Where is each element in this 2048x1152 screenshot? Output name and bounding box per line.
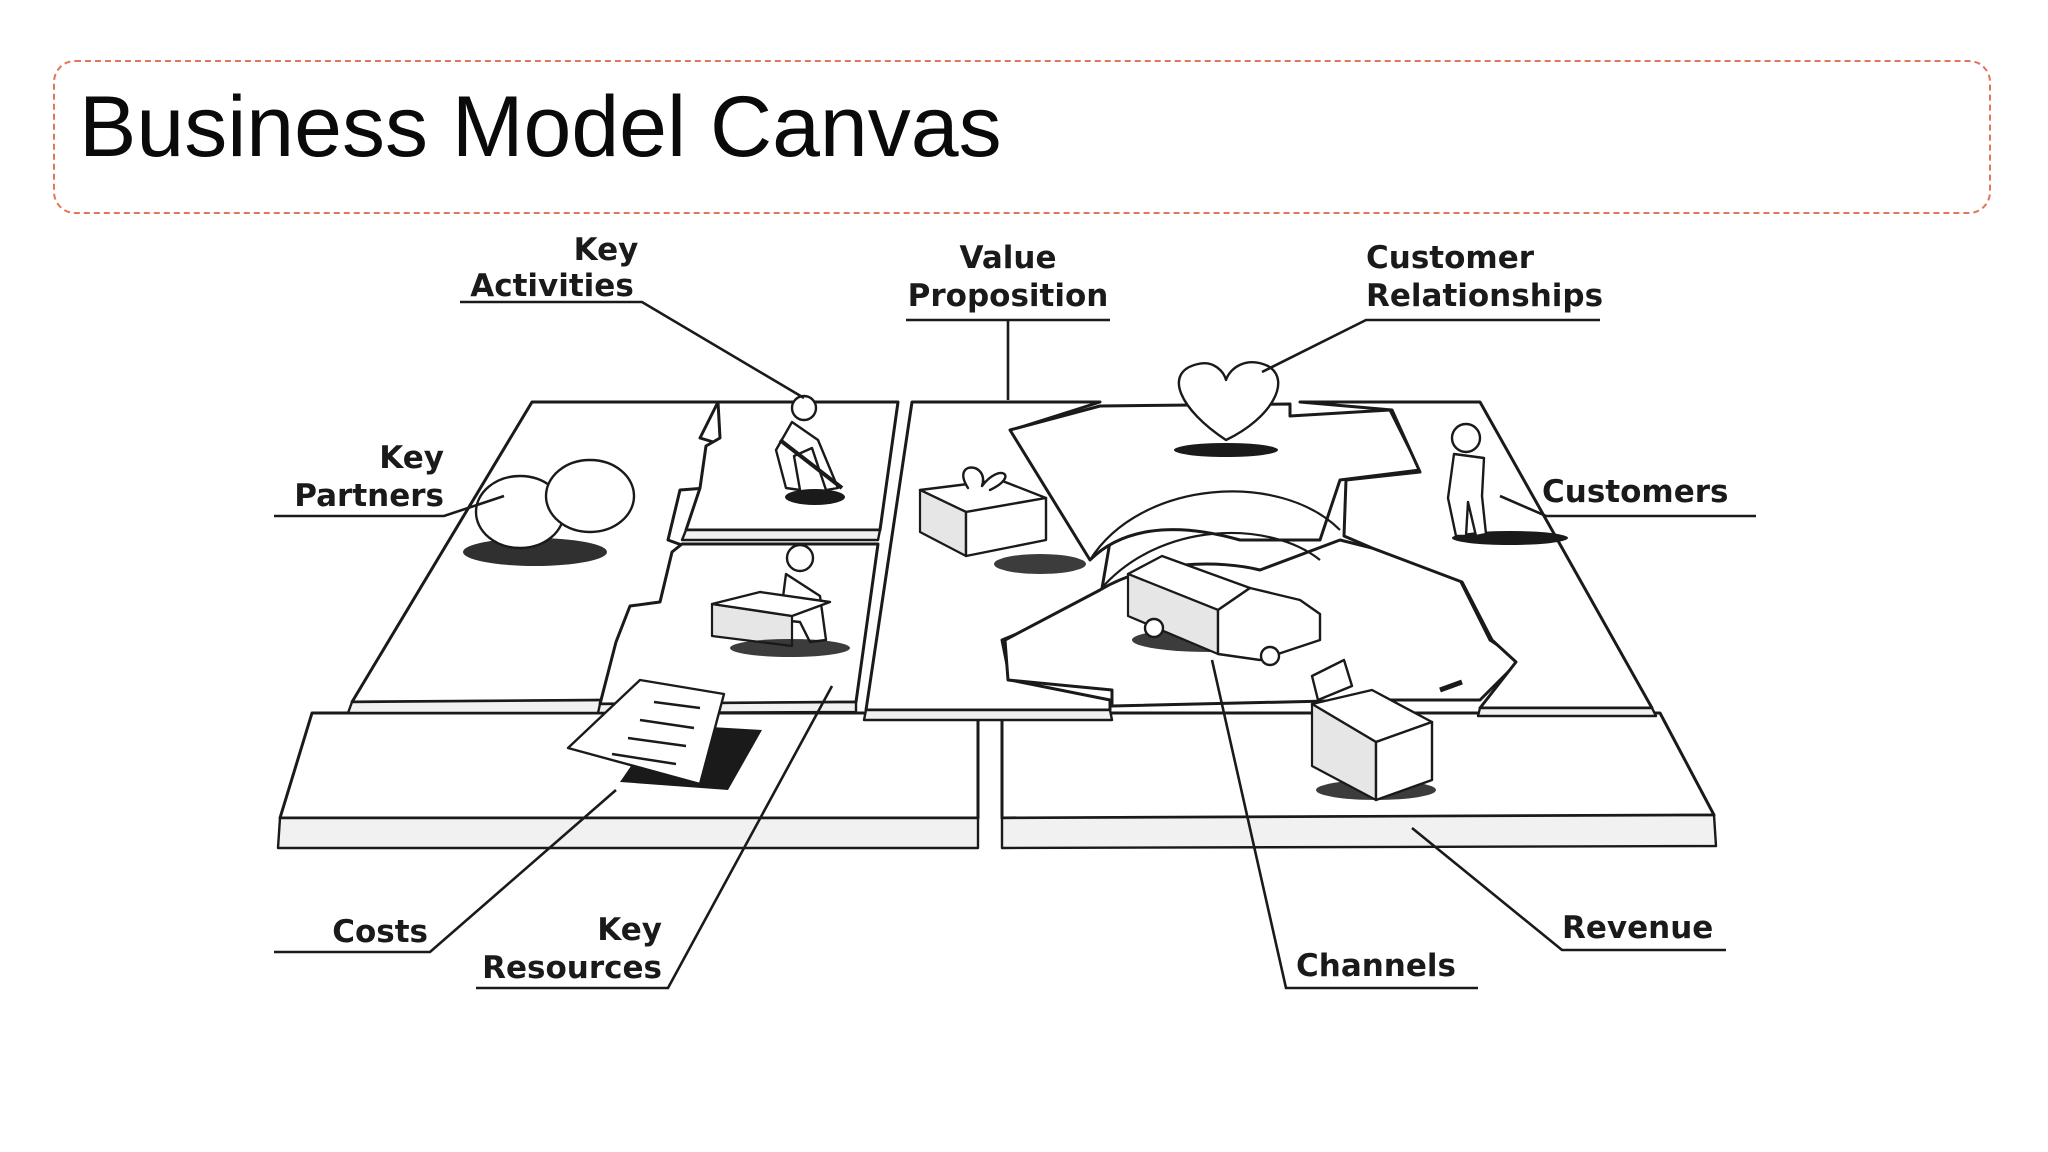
key-resources-label-line2: Resources bbox=[482, 950, 662, 986]
key-partners-label-line1: Key bbox=[379, 440, 444, 476]
delivery-truck-icon bbox=[1126, 554, 1322, 667]
heart-icon bbox=[1174, 361, 1280, 457]
costs-label: Costs bbox=[332, 914, 428, 950]
person-at-machine-icon bbox=[710, 543, 850, 657]
invoice-paper-icon bbox=[566, 678, 762, 790]
title-box: Business Model Canvas bbox=[53, 60, 1991, 214]
label-customer-relationships: Customer Relationships bbox=[1366, 240, 1603, 314]
label-key-partners: Key Partners bbox=[294, 440, 444, 514]
label-channels: Channels bbox=[1296, 948, 1456, 984]
label-costs: Costs bbox=[332, 914, 428, 950]
gift-box-icon bbox=[918, 466, 1086, 574]
label-revenue: Revenue bbox=[1562, 910, 1713, 946]
interlocked-rings-icon bbox=[463, 458, 636, 566]
customer-relationships-label-line1: Customer bbox=[1366, 240, 1535, 276]
cash-register-icon bbox=[1310, 658, 1463, 802]
label-value-proposition: Value Proposition bbox=[908, 240, 1109, 314]
leader-lines bbox=[274, 300, 1756, 990]
channels-label: Channels bbox=[1296, 948, 1456, 984]
digging-person-icon bbox=[774, 394, 845, 505]
key-partners-label-line2: Partners bbox=[294, 478, 444, 514]
page-title: Business Model Canvas bbox=[79, 79, 1002, 175]
label-key-activities: Key Activities bbox=[470, 232, 638, 304]
value-proposition-label-line2: Proposition bbox=[908, 278, 1109, 314]
value-proposition-label-line1: Value bbox=[960, 240, 1057, 276]
label-key-resources: Key Resources bbox=[482, 912, 662, 986]
key-activities-label-line2: Activities bbox=[470, 268, 634, 304]
key-resources-label-line1: Key bbox=[597, 912, 662, 948]
customers-label: Customers bbox=[1542, 474, 1728, 510]
standing-person-icon bbox=[1446, 422, 1568, 545]
revenue-label: Revenue bbox=[1562, 910, 1713, 946]
key-activities-label-line1: Key bbox=[574, 232, 639, 268]
customers-tile bbox=[1298, 400, 1658, 718]
label-customers: Customers bbox=[1542, 474, 1728, 510]
customer-relationships-label-line2: Relationships bbox=[1366, 278, 1603, 314]
